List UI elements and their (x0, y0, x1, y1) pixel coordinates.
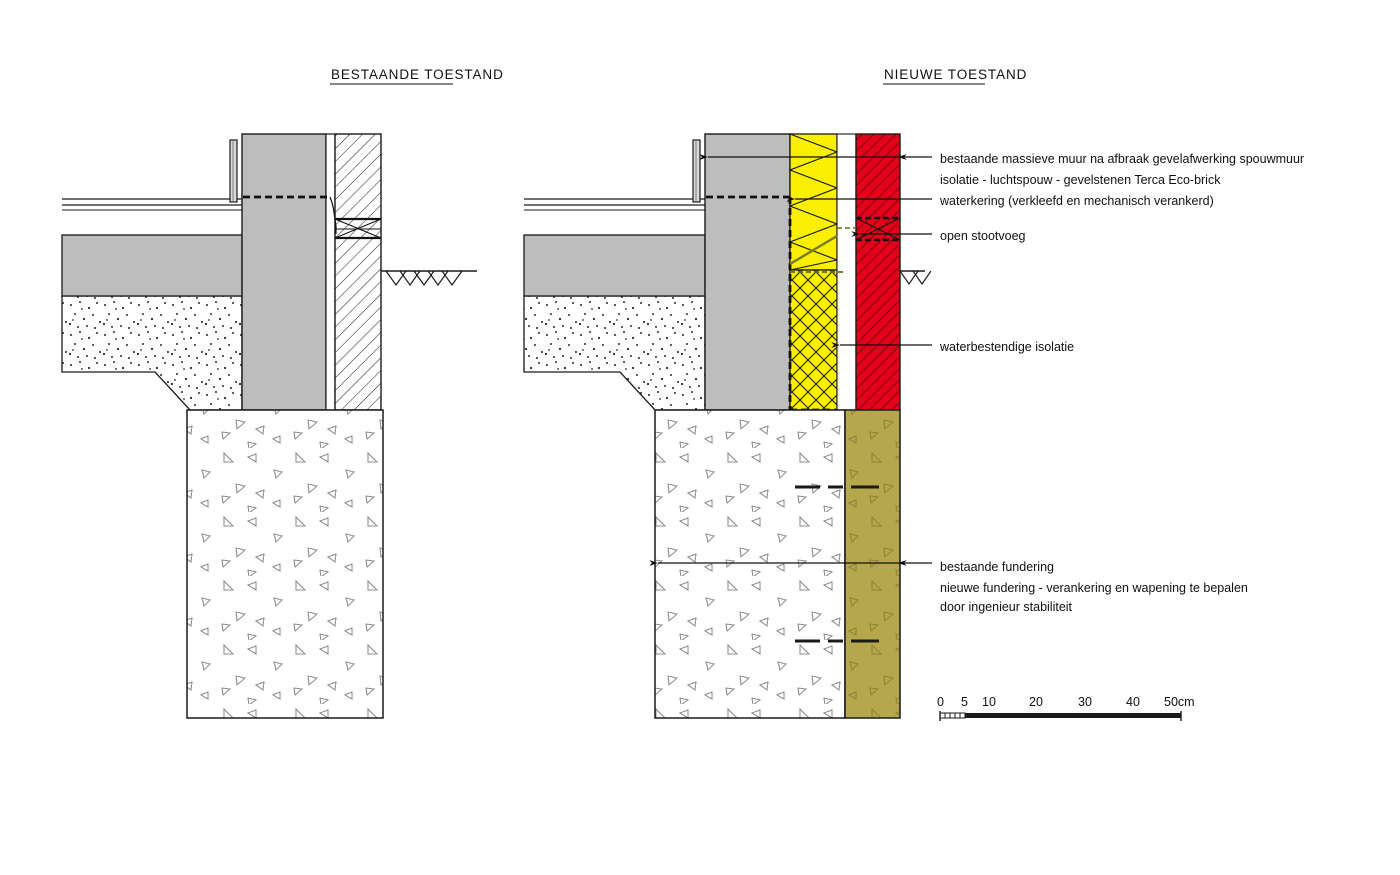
left-ground-level (380, 270, 477, 286)
left-cavity (325, 133, 336, 411)
right-tray-slope (789, 234, 838, 266)
right-foundation-anchors (795, 485, 879, 643)
annotation-waterbestendige-isolatie: waterbestendige isolatie (939, 340, 1074, 354)
annotation-open-stootvoeg: open stootvoeg (940, 229, 1026, 243)
right-sand-fill (523, 295, 706, 411)
annotation-massive-wall-line2: isolatie - luchtspouw - gevelstenen Terc… (940, 173, 1221, 187)
left-open-perpend-joint (334, 217, 382, 240)
left-existing-foundation (186, 409, 384, 719)
scale-tick-50: 50cm (1164, 695, 1195, 709)
right-floor-slab (523, 234, 706, 297)
annotation-fundering-line1: bestaande fundering (940, 560, 1054, 574)
right-new-foundation (844, 409, 901, 719)
scale-bar-graphic (939, 711, 1182, 721)
title-left: BESTAANDE TOESTAND (331, 67, 504, 82)
title-left-group: BESTAANDE TOESTAND (330, 67, 504, 85)
right-insulation-lower (789, 269, 838, 411)
scale-tick-40: 40 (1126, 695, 1140, 709)
annotation-waterkering: waterkering (verkleefd en mechanisch ver… (939, 194, 1214, 208)
scale-bar: 0 5 10 20 30 40 50cm (937, 695, 1195, 721)
annotation-massive-wall-line1: bestaande massieve muur na afbraak gevel… (940, 152, 1304, 166)
right-open-stootvoeg (855, 216, 901, 242)
annotation-fundering-line2: nieuwe fundering - verankering en wapeni… (940, 581, 1248, 595)
left-dpc-turn (329, 196, 337, 234)
title-right: NIEUWE TOESTAND (884, 67, 1027, 82)
right-existing-foundation (654, 409, 846, 719)
right-facing-brick (855, 133, 901, 411)
left-floor-slab (61, 234, 243, 297)
left-sand-fill (61, 295, 243, 411)
right-ground-level (898, 270, 932, 286)
right-floor-finish (524, 198, 705, 211)
left-section-drawing (61, 133, 477, 719)
right-window-frame (692, 139, 701, 203)
scale-tick-10: 10 (982, 695, 996, 709)
scale-tick-30: 30 (1078, 695, 1092, 709)
left-floor-finish (62, 198, 242, 211)
annotation-massive-wall: bestaande massieve muur na afbraak gevel… (940, 152, 1304, 187)
scale-tick-0: 0 (937, 695, 944, 709)
scale-tick-20: 20 (1029, 695, 1043, 709)
right-section-drawing (523, 133, 932, 719)
scale-tick-5: 5 (961, 695, 968, 709)
annotation-fundering: bestaande fundering nieuwe fundering - v… (940, 560, 1248, 614)
left-facing-leaf (334, 133, 382, 411)
annotation-fundering-line3: door ingenieur stabiliteit (940, 600, 1073, 614)
left-window-frame (229, 139, 238, 203)
leader-lines (649, 154, 932, 566)
right-existing-wall (704, 133, 791, 411)
title-right-group: NIEUWE TOESTAND (883, 67, 1027, 85)
left-existing-wall (241, 133, 327, 411)
